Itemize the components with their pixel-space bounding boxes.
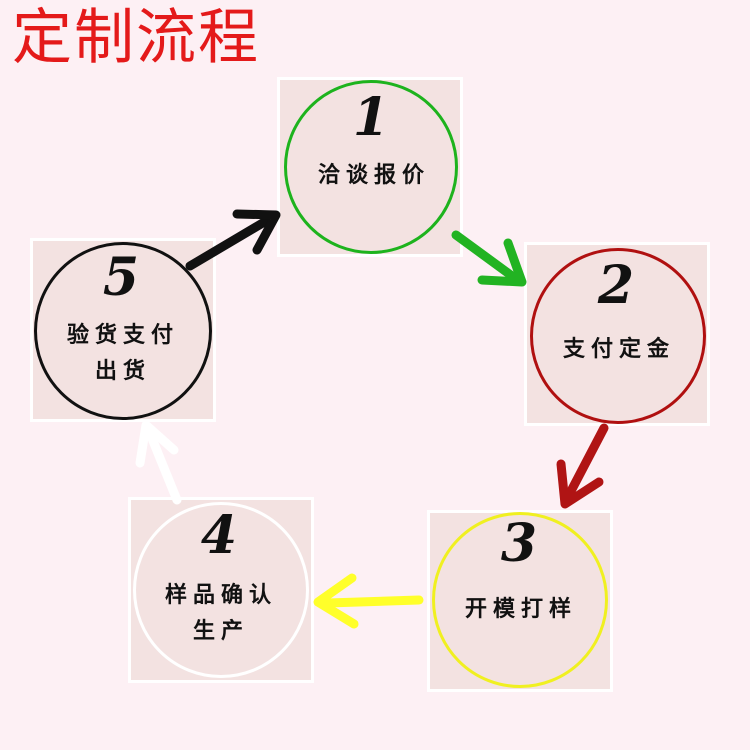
arrow-step1-to-step2 [451, 230, 527, 287]
step-2-circle [530, 248, 706, 424]
step-1-number: 1 [352, 87, 390, 148]
diagram-title: 定制流程 [12, 3, 260, 73]
step-5-label-line2: 出货 [94, 358, 151, 384]
step-5-circle [34, 242, 212, 420]
arrow-step4-to-step5 [135, 420, 182, 505]
step-3-number: 3 [500, 513, 538, 574]
step-3-circle [432, 512, 608, 688]
step-1-circle [284, 80, 458, 254]
arrow-step3-to-step4 [313, 573, 424, 629]
step-4-label-line2: 生产 [192, 618, 249, 644]
arrow-step5-to-step1 [185, 209, 281, 271]
step-2-number: 2 [597, 255, 635, 316]
step-4-label-line1: 样品确认 [164, 582, 277, 608]
step-2-label: 支付定金 [562, 336, 675, 362]
step-4-circle [133, 502, 309, 678]
step-5-number: 5 [102, 247, 140, 308]
step-1-label: 洽谈报价 [317, 162, 430, 188]
arrow-step2-to-step3 [556, 423, 609, 509]
step-4-number: 4 [200, 505, 238, 566]
step-5-label-line1: 验货支付 [66, 322, 179, 348]
step-3-label: 开模打样 [464, 596, 577, 622]
